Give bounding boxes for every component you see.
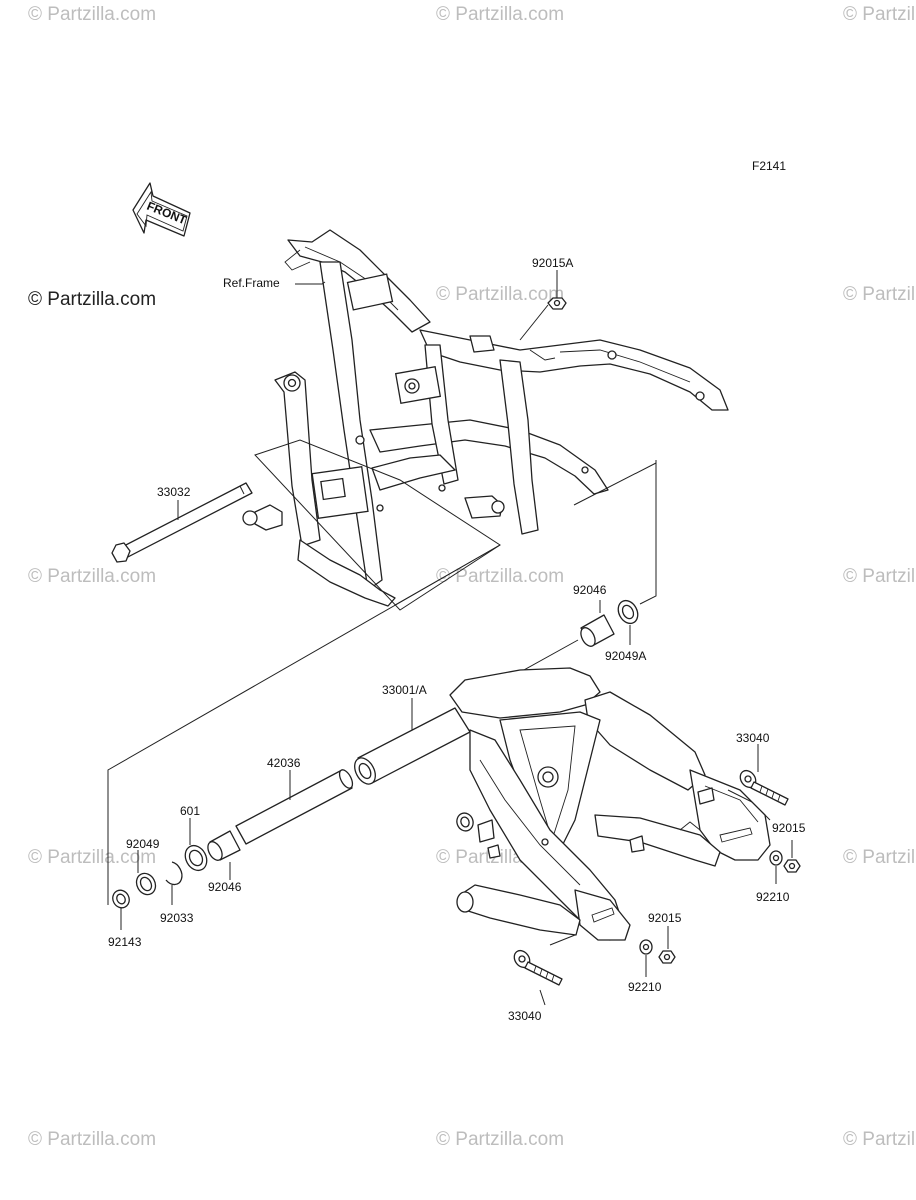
part-label-601: 601: [180, 804, 200, 818]
part-601-bearing: [184, 818, 208, 872]
part-92015-right-nut: [769, 840, 801, 884]
part-label-33001A: 33001/A: [382, 683, 427, 697]
watermark: © Partzilla.com: [28, 1129, 156, 1150]
watermark: © Partzilla.com: [28, 4, 156, 25]
swingarm-illustration: [354, 667, 771, 941]
part-label-92046-left: 92046: [208, 880, 242, 894]
part-label-92015A: 92015A: [532, 256, 573, 270]
part-92015-bottom-nut: [639, 926, 676, 977]
part-label-33032: 33032: [157, 485, 191, 499]
watermark: © Partzilla.com: [436, 284, 564, 305]
part-92033-circlip: [165, 861, 183, 905]
part-label-92049: 92049: [126, 837, 160, 851]
part-33040-bottom-adjuster: [513, 934, 576, 1006]
watermark: © Partzilla.com: [843, 1129, 916, 1150]
part-label-92015-right: 92015: [772, 821, 806, 835]
part-label-92046-top: 92046: [573, 583, 607, 597]
watermark: © Partzilla.com: [436, 1129, 564, 1150]
part-label-92210-bottom: 92210: [628, 980, 662, 994]
watermark: © Partzilla.com: [843, 284, 916, 305]
part-label-33040-right: 33040: [736, 731, 770, 745]
part-label-42036: 42036: [267, 756, 301, 770]
part-label-92049A: 92049A: [605, 649, 646, 663]
ref-frame-label: Ref.Frame: [223, 276, 280, 290]
part-label-92033: 92033: [160, 911, 194, 925]
part-92049-seal: [135, 850, 157, 896]
part-33040-right-adjuster: [727, 744, 789, 821]
part-label-92210-right: 92210: [756, 890, 790, 904]
part-label-33040-bottom: 33040: [508, 1009, 542, 1023]
part-33032-pivot-shaft: [111, 482, 253, 563]
part-42036-sleeve: [235, 769, 354, 845]
part-92143-collar: [112, 889, 130, 930]
part-92046-top-bearing: [580, 600, 615, 647]
watermark: © Partzilla.com: [28, 566, 156, 587]
part-label-92015-bottom: 92015: [648, 911, 682, 925]
part-92015A-nut: [519, 270, 567, 341]
front-arrow-icon: FRONT: [132, 182, 191, 237]
part-label-92143: 92143: [108, 935, 142, 949]
watermark-dark: © Partzilla.com: [28, 289, 156, 310]
part-92046-left-bearing: [207, 830, 241, 880]
watermark-layer: © Partzilla.com © Partzilla.com © Partzi…: [28, 4, 916, 1150]
watermark: © Partzilla.com: [28, 847, 156, 868]
part-92049A-seal: [617, 599, 639, 645]
watermark: © Partzilla.com: [843, 4, 916, 25]
diagram-code: F2141: [752, 159, 786, 173]
watermark: © Partzilla.com: [843, 566, 916, 587]
frame-illustration: [242, 229, 729, 607]
watermark: © Partzilla.com: [843, 847, 916, 868]
watermark: © Partzilla.com: [436, 4, 564, 25]
watermark: © Partzilla.com: [436, 566, 564, 587]
